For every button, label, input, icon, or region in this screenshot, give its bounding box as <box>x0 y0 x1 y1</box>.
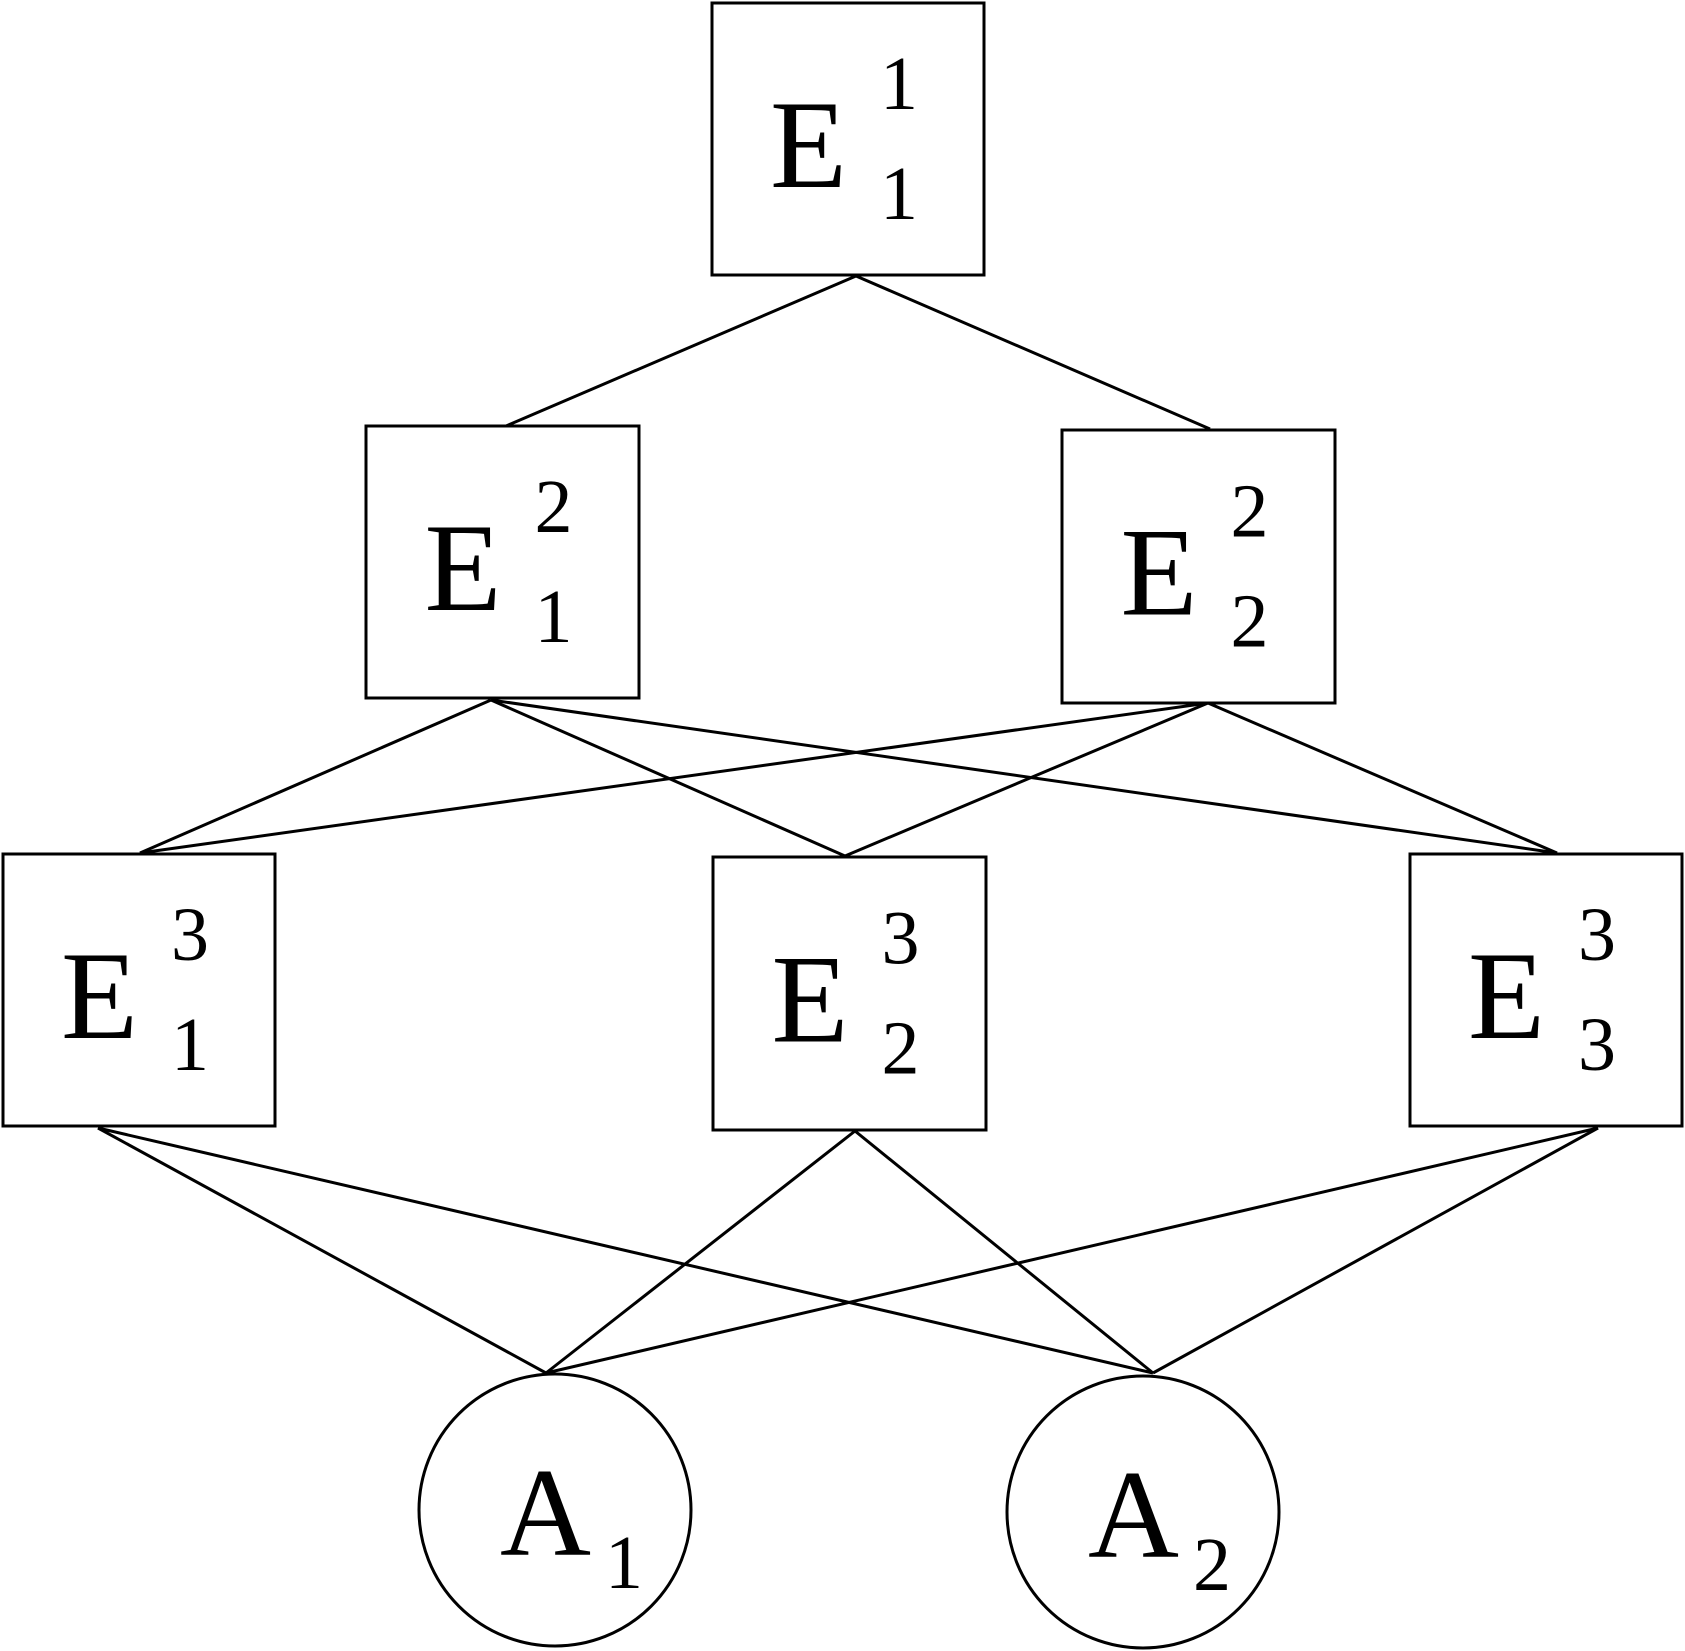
node-box <box>710 1 986 277</box>
node-subscript: 2 <box>1231 580 1269 664</box>
edge-E2_2-to-E2_3 <box>844 701 1209 858</box>
node-superscript: 3 <box>171 893 209 977</box>
node-box <box>711 855 988 1132</box>
node-box <box>1408 852 1684 1128</box>
node-subscript: 1 <box>605 1521 643 1605</box>
edge-E1_1-to-E1_2 <box>505 274 857 428</box>
node-circle <box>417 1372 693 1648</box>
edge-E1_2-to-E3_3 <box>490 698 1558 855</box>
node-subscript: 1 <box>880 152 918 236</box>
node-symbol: E <box>61 927 138 1066</box>
node-superscript: 3 <box>882 897 920 981</box>
node-symbol: E <box>1121 504 1198 643</box>
edge-E3_3-to-A2 <box>1152 1126 1599 1375</box>
edge-E2_3-to-A1 <box>545 1129 856 1375</box>
node-box <box>364 424 641 700</box>
node-box <box>1060 428 1337 705</box>
node-superscript: 1 <box>880 42 918 126</box>
edge-E1_1-to-E2_2 <box>855 274 1211 431</box>
edge-layer <box>97 274 1599 1375</box>
node-symbol: A <box>500 1444 591 1583</box>
node-superscript: 2 <box>535 465 573 549</box>
node-subscript: 3 <box>1578 1003 1616 1087</box>
node-symbol: E <box>770 76 847 215</box>
node-box <box>1 852 277 1128</box>
node-subscript: 2 <box>882 1007 920 1091</box>
edge-E1_2-to-E1_3 <box>139 698 492 855</box>
node-superscript: 3 <box>1578 893 1616 977</box>
edge-E1_3-to-A1 <box>97 1126 547 1375</box>
node-subscript: 2 <box>1193 1523 1231 1607</box>
node-symbol: E <box>1468 927 1545 1066</box>
node-symbol: E <box>772 931 849 1070</box>
edge-E2_2-to-E3_3 <box>1207 701 1558 855</box>
node-symbol: E <box>425 499 502 638</box>
edge-E1_3-to-A2 <box>97 1126 1154 1375</box>
edge-E2_2-to-E1_3 <box>139 701 1209 855</box>
edge-E2_3-to-A2 <box>854 1129 1154 1375</box>
node-symbol: A <box>1088 1446 1179 1585</box>
node-subscript: 1 <box>535 575 573 659</box>
node-subscript: 1 <box>171 1003 209 1087</box>
edge-E3_3-to-A1 <box>545 1126 1599 1375</box>
node-circle <box>1005 1374 1281 1650</box>
node-superscript: 2 <box>1231 470 1269 554</box>
